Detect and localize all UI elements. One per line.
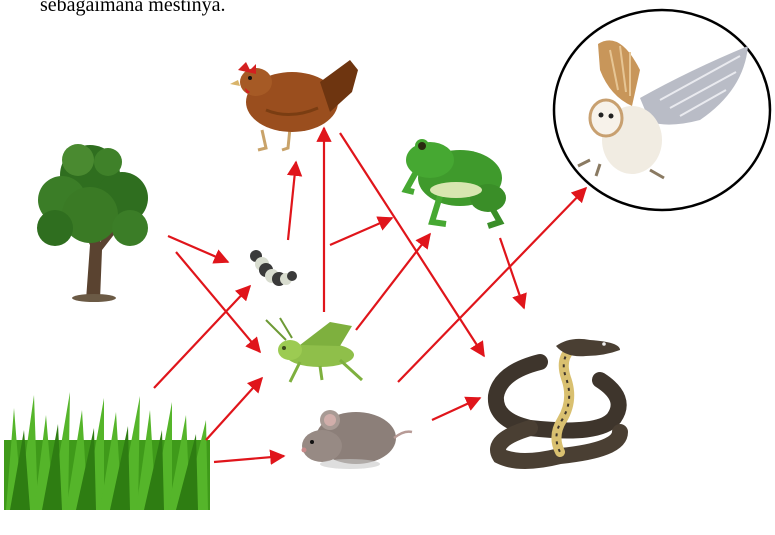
grass-icon	[4, 392, 210, 510]
arrow-mouse-snake	[432, 398, 480, 420]
mouse-icon	[302, 410, 413, 469]
arrow-caterpillar-frog	[330, 218, 392, 245]
arrow-grass-mouse	[214, 456, 284, 462]
frog-icon	[406, 139, 506, 226]
arrows-layer	[154, 128, 586, 462]
arrow-tree-grasshopper	[176, 252, 260, 352]
snake-icon	[496, 339, 620, 461]
arrow-tree-caterpillar	[168, 236, 228, 262]
owl-icon	[554, 10, 770, 210]
grasshopper-icon	[266, 318, 362, 382]
chicken-icon	[230, 60, 358, 150]
arrow-grass-caterpillar	[154, 286, 250, 388]
arrow-grasshopper-frog	[356, 234, 430, 330]
tree-icon	[37, 144, 148, 302]
arrow-mouse-owl	[398, 188, 586, 382]
arrow-grass-grasshopper	[206, 378, 262, 440]
caterpillar-icon	[250, 250, 297, 286]
arrow-caterpillar-chicken	[288, 162, 296, 240]
